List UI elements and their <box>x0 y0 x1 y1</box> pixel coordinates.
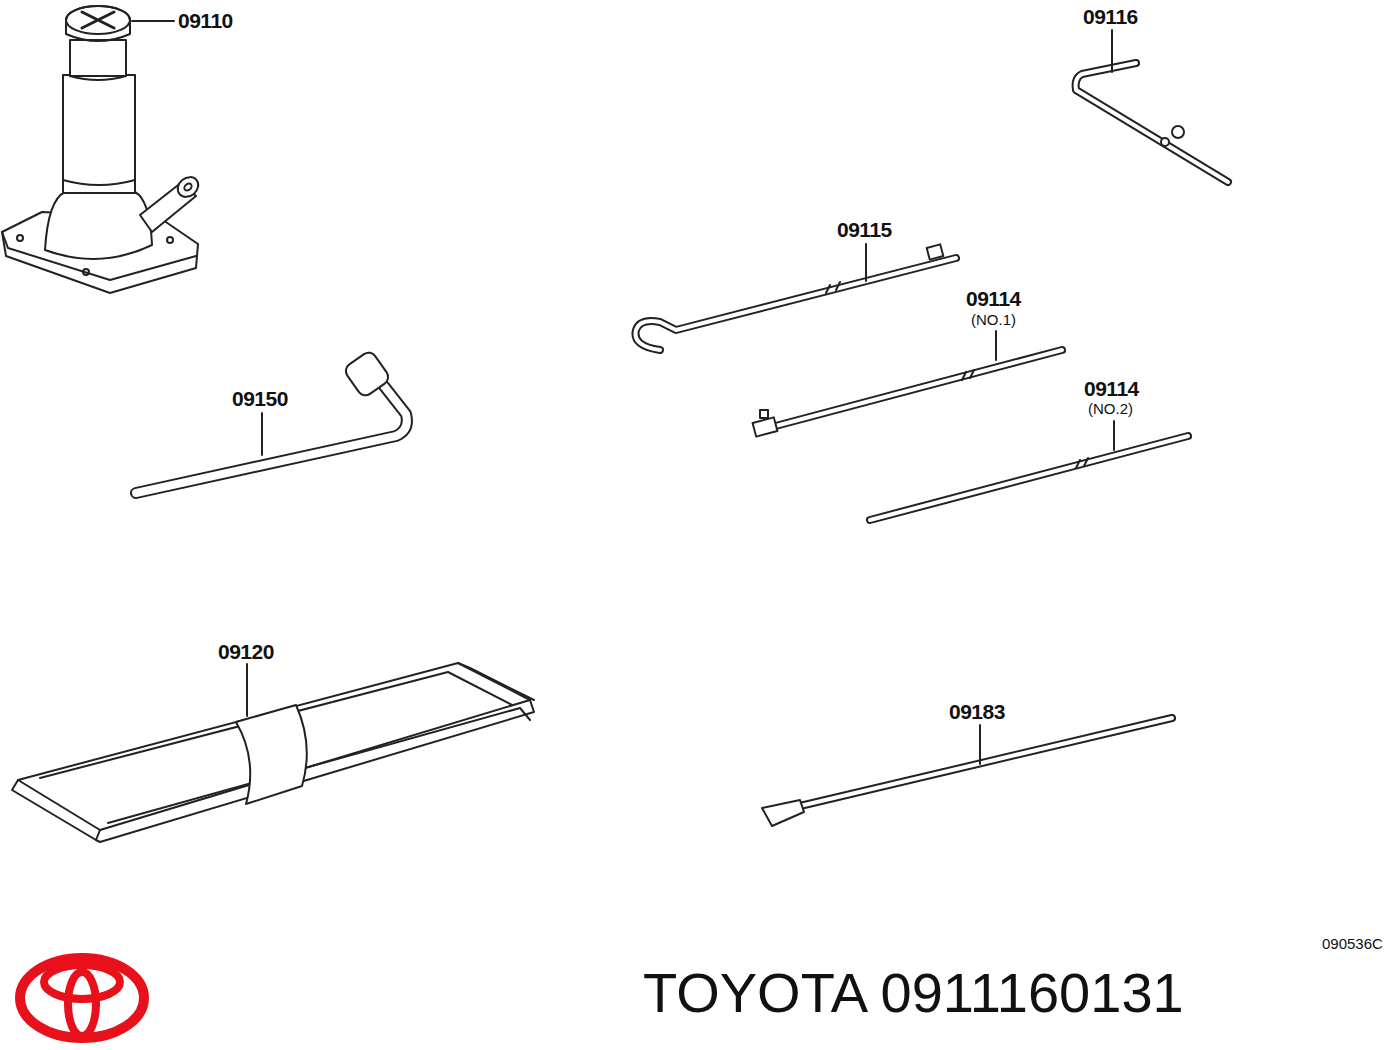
callout-number: 09120 <box>218 640 274 663</box>
pry-bar <box>762 718 1172 826</box>
callout-number: 09183 <box>949 700 1005 723</box>
callout-number: 09114 <box>1084 377 1139 400</box>
jack-handle <box>1076 30 1228 182</box>
bottle-jack <box>2 6 202 293</box>
part-variant: (NO.1) <box>971 312 1016 329</box>
part-variant: (NO.2) <box>1088 401 1133 418</box>
extension-bar <box>636 244 957 350</box>
callout-number: 09110 <box>178 9 233 32</box>
figure-code: 090536C <box>1322 936 1383 953</box>
callout-number: 09116 <box>1083 5 1138 28</box>
handle-rod <box>753 331 1062 437</box>
tool-bag <box>12 663 534 842</box>
callout-number: 09114 <box>966 287 1021 310</box>
handle-rod <box>870 421 1188 520</box>
part-number-title: TOYOTA 0911160131 <box>643 962 1184 1024</box>
brand-logo <box>20 958 144 1038</box>
callout-number: 09150 <box>232 387 288 410</box>
wheel-wrench <box>136 350 407 493</box>
callout-number: 09115 <box>837 218 892 241</box>
